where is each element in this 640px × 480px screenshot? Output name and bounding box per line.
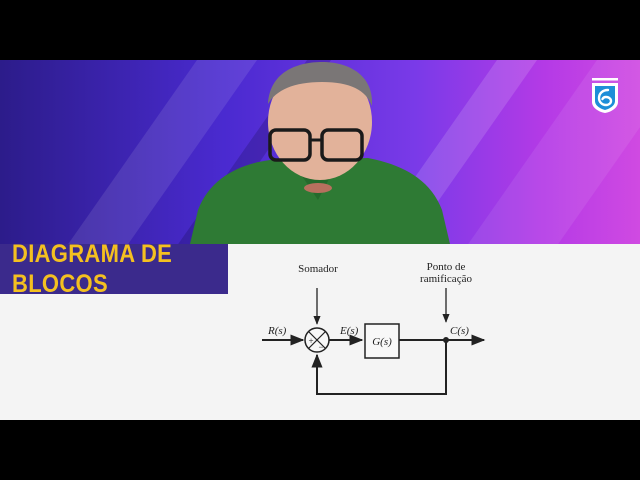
plus-sign: + [308, 336, 313, 346]
feedback-path [311, 340, 447, 395]
block-diagram: Somador Ponto de ramificação R(s) + − E(… [262, 261, 486, 395]
brand-logo-icon [589, 78, 621, 114]
presenter-mouth [304, 183, 332, 193]
summer-label: Somador [298, 263, 338, 275]
branch-point-label-line2: ramificação [420, 273, 472, 285]
input-label: R(s) [267, 325, 287, 337]
output-label: C(s) [450, 325, 469, 337]
presenter-face [268, 64, 372, 180]
letterbox-top [0, 0, 640, 60]
presenter-shirt [190, 158, 450, 244]
presenter-image [190, 62, 450, 244]
error-label: E(s) [339, 325, 359, 337]
title-banner: DIAGRAMA DE BLOCOS [0, 239, 228, 298]
presenter-glasses-right [320, 128, 364, 162]
minus-sign: − [318, 342, 323, 352]
presenter-glasses-left [268, 128, 312, 162]
letterbox-bottom [0, 420, 640, 480]
block-label: G(s) [372, 336, 392, 348]
branch-point-label-line1: Ponto de [427, 261, 466, 273]
presenter-hair [268, 62, 373, 106]
page-title: DIAGRAMA DE BLOCOS [12, 239, 173, 298]
